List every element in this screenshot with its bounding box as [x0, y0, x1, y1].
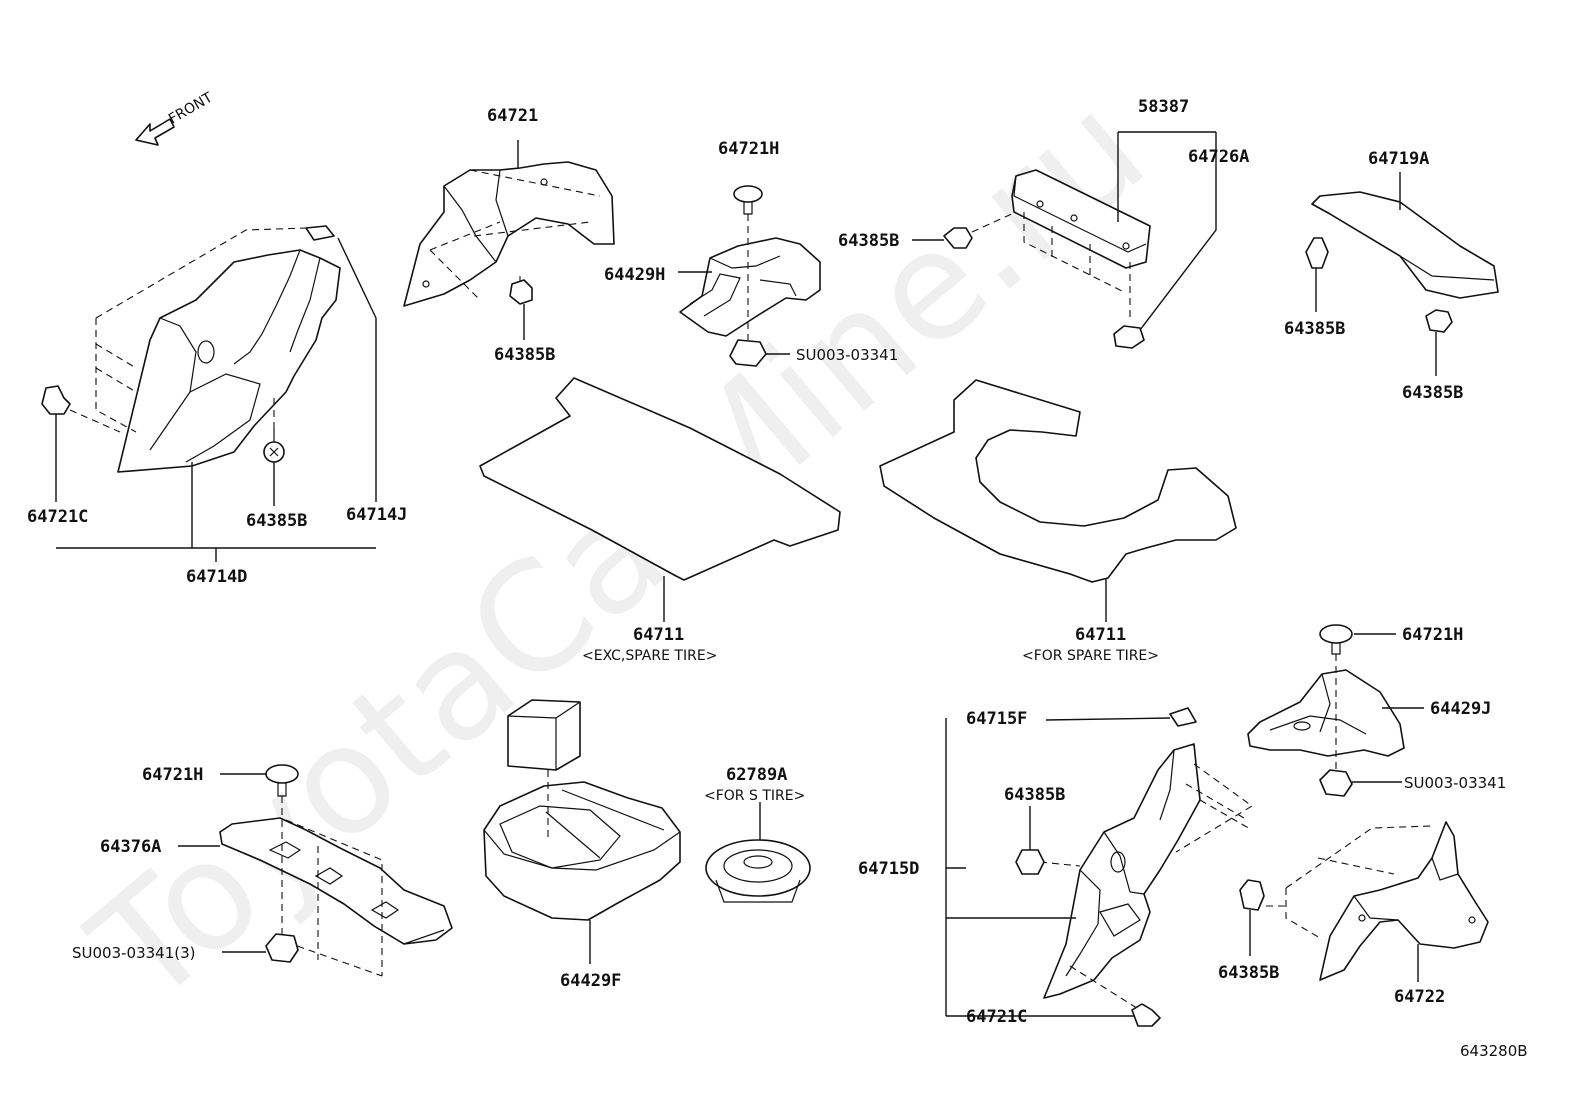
- label-64385B-e: 64385B: [246, 511, 307, 531]
- part-64711-deck-board-for-spare[interactable]: [879, 379, 1237, 583]
- label-64385B-c: 64385B: [1402, 383, 1463, 403]
- label-64376A: 64376A: [100, 837, 161, 857]
- label-64714D: 64714D: [186, 567, 247, 587]
- part-64726A-support[interactable]: [1011, 169, 1151, 269]
- dashed-guides-64721: [429, 169, 601, 301]
- part-64715D-quarter-trim[interactable]: [1043, 743, 1201, 999]
- clip-58387[interactable]: [1113, 325, 1145, 349]
- label-64721C-a: 64721C: [27, 507, 88, 527]
- leaders-64429H: [678, 271, 790, 355]
- dashed-64722: [1266, 825, 1433, 939]
- clip-64385B-g[interactable]: [1239, 879, 1265, 911]
- part-62789A-spacer[interactable]: [705, 839, 811, 903]
- clip-64721C-a[interactable]: [41, 385, 71, 415]
- leaders-64715D: [945, 717, 1171, 1017]
- label-SU003-a: SU003-03341: [796, 346, 898, 364]
- label-62789A: 62789A: [726, 765, 787, 785]
- clip-64385B-c[interactable]: [1425, 309, 1453, 333]
- part-box[interactable]: [507, 699, 581, 771]
- label-64721C-b: 64721C: [966, 1007, 1027, 1027]
- cap-64721H-b[interactable]: [1319, 624, 1353, 655]
- part-64711-deck-board-exc-spare[interactable]: [479, 377, 841, 581]
- clip-64385B-b[interactable]: [1305, 237, 1329, 269]
- label-64722: 64722: [1394, 987, 1445, 1007]
- label-64385B-top-left: 64385B: [838, 231, 899, 251]
- leaders-64722: [1249, 910, 1419, 982]
- leaders-64429J: [1352, 633, 1424, 783]
- label-64711-b: 64711: [1075, 625, 1126, 645]
- label-64429H: 64429H: [604, 265, 665, 285]
- front-arrow-icon: [135, 118, 175, 146]
- dashed-guides-64714D: [69, 227, 307, 433]
- clip-64385B-a[interactable]: [509, 279, 533, 305]
- leaders-64719A: [1315, 172, 1437, 376]
- label-64721H-b: 64721H: [1402, 625, 1463, 645]
- label-64385B-b: 64385B: [1284, 319, 1345, 339]
- cap-64721H-a[interactable]: [733, 185, 763, 215]
- label-64429F: 64429F: [560, 971, 621, 991]
- clip-SU003-c[interactable]: [265, 933, 299, 963]
- clip-SU003-b[interactable]: [1319, 769, 1353, 797]
- label-64721H-a: 64721H: [718, 139, 779, 159]
- label-64715D: 64715D: [858, 859, 919, 879]
- label-64714J: 64714J: [346, 505, 407, 525]
- label-64429J: 64429J: [1430, 699, 1491, 719]
- label-64721: 64721: [487, 106, 538, 126]
- label-64385B-a: 64385B: [494, 345, 555, 365]
- leaders-58387: [1117, 131, 1217, 331]
- part-64429J-bracket[interactable]: [1247, 669, 1405, 757]
- label-SU003-c: SU003-03341(3): [72, 944, 196, 962]
- note-exc-spare: <EXC,SPARE TIRE>: [582, 648, 717, 664]
- label-64719A: 64719A: [1368, 149, 1429, 169]
- front-label: FRONT: [166, 89, 216, 127]
- leaders-64376A: [178, 773, 266, 953]
- label-64385B-g: 64385B: [1218, 963, 1279, 983]
- part-64714D-quarter-trim[interactable]: [117, 225, 341, 473]
- label-64711-a: 64711: [633, 625, 684, 645]
- label-SU003-b: SU003-03341: [1404, 774, 1506, 792]
- part-64376A-bracket[interactable]: [219, 817, 453, 945]
- part-64721-wheelhouse-trim[interactable]: [403, 161, 615, 307]
- part-64429H-bracket[interactable]: [679, 237, 821, 337]
- dashed-64376A: [281, 796, 383, 977]
- part-64429F-tray[interactable]: [483, 781, 681, 921]
- clip-64385B-e[interactable]: [263, 428, 285, 463]
- leaders-64714D: [55, 237, 377, 562]
- part-64715F-pad[interactable]: [1169, 707, 1197, 727]
- label-58387: 58387: [1138, 97, 1189, 117]
- clip-64721C-b[interactable]: [1131, 1003, 1161, 1027]
- label-64715F: 64715F: [966, 709, 1027, 729]
- dashed-64715D: [1039, 763, 1253, 1011]
- diagram-code: 643280B: [1460, 1042, 1528, 1060]
- label-64721H-c: 64721H: [142, 765, 203, 785]
- label-64726A: 64726A: [1188, 147, 1249, 167]
- note-for-s-tire: <FOR S TIRE>: [704, 788, 805, 804]
- clip-64385B-f[interactable]: [1015, 849, 1045, 875]
- dashed-58387: [971, 211, 1131, 320]
- part-64719A-cover[interactable]: [1311, 191, 1499, 299]
- label-64385B-f: 64385B: [1004, 785, 1065, 805]
- part-64722-wheelhouse-trim[interactable]: [1319, 821, 1489, 981]
- clip-64385B-top-left[interactable]: [943, 227, 973, 249]
- note-for-spare: <FOR SPARE TIRE>: [1022, 648, 1159, 664]
